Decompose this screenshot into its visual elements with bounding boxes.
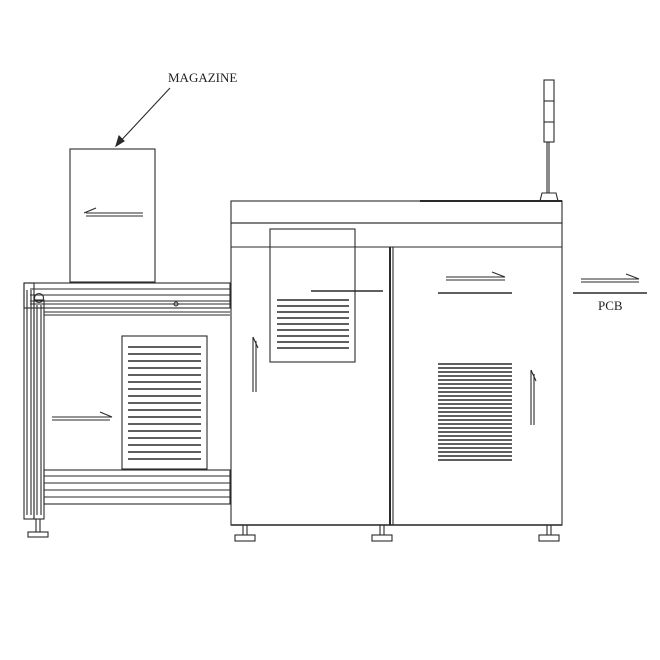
loader-magazine <box>121 335 208 470</box>
magazine-flow-arrow <box>83 207 143 217</box>
machine-foot-middle <box>371 525 393 542</box>
magazine-box <box>69 148 156 283</box>
loader-frame <box>23 282 231 538</box>
machine-magazine <box>269 228 383 363</box>
pcb-output-arrow <box>573 273 647 294</box>
machine-foot-left <box>234 525 256 542</box>
machine-foot-right <box>538 525 560 542</box>
magazine-leader-arrow <box>115 87 171 148</box>
signal-tower <box>539 79 559 202</box>
pcb-label: PCB <box>598 298 623 313</box>
frame-screw-icon <box>173 301 179 307</box>
loader-foot-left <box>27 519 49 538</box>
vent-grille <box>438 363 512 461</box>
transfer-arrow <box>438 271 512 294</box>
machine-body <box>230 200 563 526</box>
magazine-label: MAGAZINE <box>168 70 237 85</box>
loader-flow-arrow <box>52 411 113 421</box>
lift-arrow-left <box>252 336 259 392</box>
lift-arrow-right <box>530 369 537 425</box>
